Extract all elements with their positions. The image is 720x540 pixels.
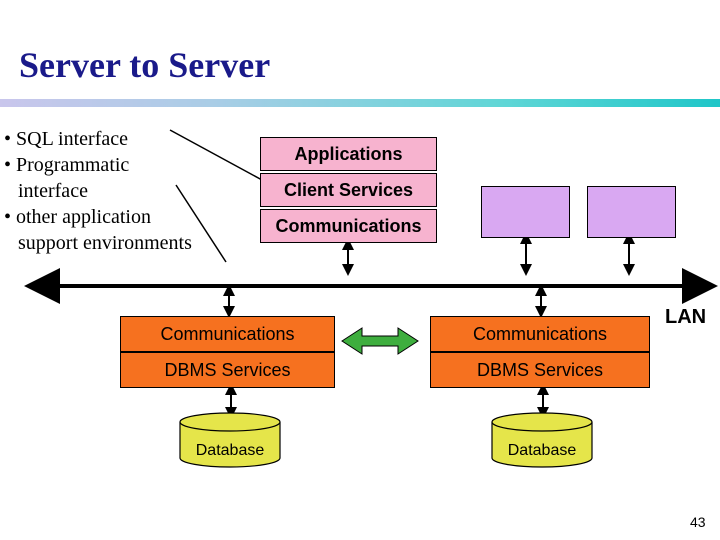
database-left: Database [180,422,280,472]
database-label: Database [195,442,265,459]
database-cylinder-left [179,412,281,468]
database-label: Database [507,442,577,459]
bullet-item: • Programmatic [4,154,130,176]
server-communications-box: Communications [430,316,650,352]
database-right: Database [492,422,592,472]
server-communications-box: Communications [120,316,335,352]
bullet-item: • SQL interface [4,128,128,150]
page-number: 43 [690,514,706,530]
server-communications-label: Communications [160,323,295,344]
applications-label: Applications [294,143,403,164]
client-communications-box: Communications [260,209,437,243]
bullet-item-continuation: support environments [18,232,192,254]
server-communications-label: Communications [472,323,608,344]
callout-line [169,129,263,181]
network-node-box [587,186,676,238]
server-dbms-box: DBMS Services [120,352,335,388]
server-dbms-box: DBMS Services [430,352,650,388]
server-dbms-label: DBMS Services [164,359,291,380]
network-node-box [481,186,570,238]
page-title: Server to Server [19,45,271,85]
client-communications-label: Communications [275,215,422,236]
bullet-item-continuation: interface [18,180,88,202]
callout-line [175,184,227,263]
server-dbms-label: DBMS Services [476,359,604,380]
bullet-list: • SQL interface • Programmatic interface… [4,126,192,256]
client-services-label: Client Services [283,179,414,200]
server-to-server-arrow [341,327,419,355]
applications-box: Applications [260,137,437,171]
client-services-box: Client Services [260,173,437,207]
lan-label: LAN [665,306,707,328]
title-divider [0,99,720,107]
bullet-item: • other application [4,206,151,228]
database-cylinder-right [491,412,593,468]
